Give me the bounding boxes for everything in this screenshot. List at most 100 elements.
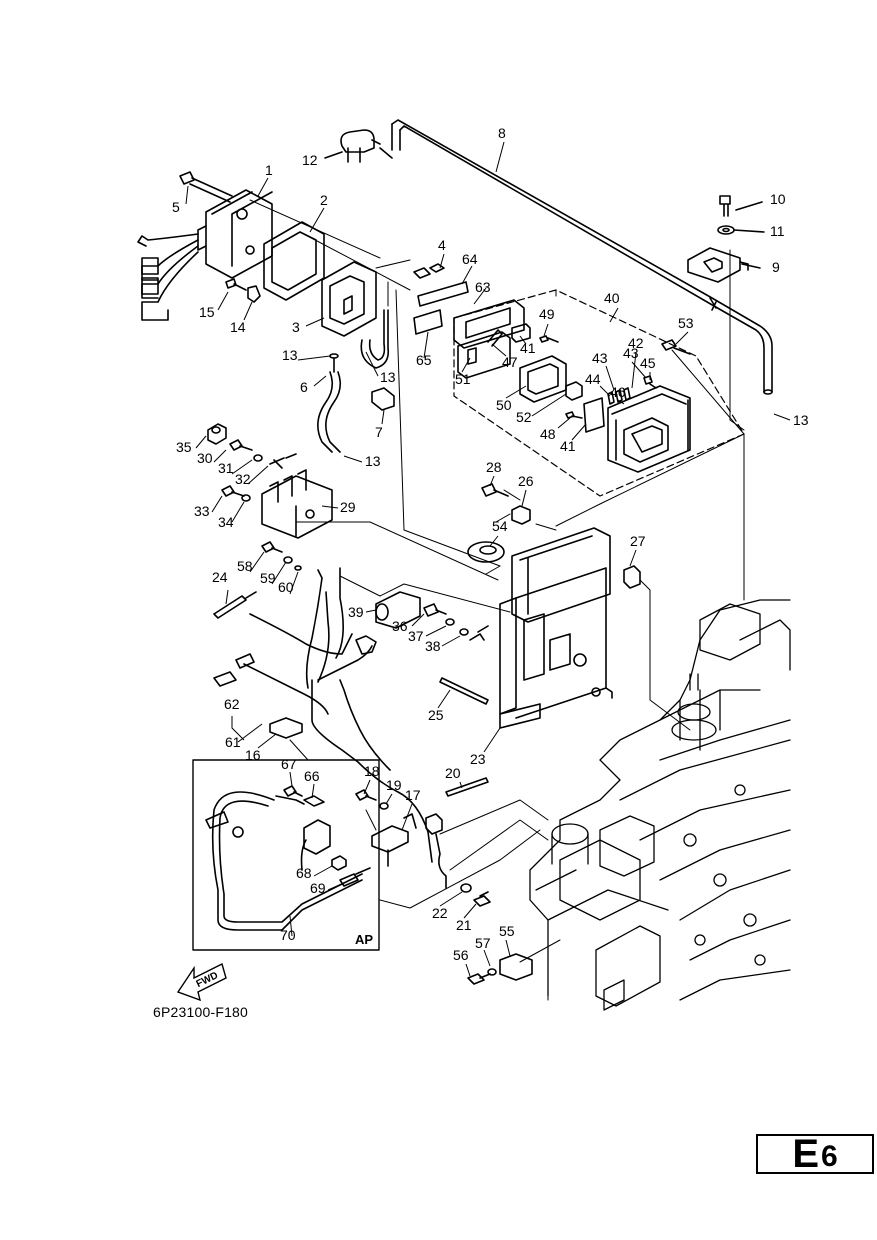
callout-24: 24	[212, 569, 228, 585]
callout-45: 45	[640, 355, 656, 371]
callout-34: 34	[218, 514, 234, 530]
part-ap-sensor	[303, 819, 331, 855]
part-30-bolt	[229, 439, 253, 451]
part-70-cable	[205, 791, 363, 931]
drawing-code: 6P23100-F180	[153, 1004, 249, 1020]
callout-25: 25	[428, 707, 444, 723]
part-24-tie	[213, 591, 257, 619]
part-18-bolt	[355, 789, 377, 801]
part-23-electrical-box	[499, 527, 613, 729]
callout-61: 61	[225, 734, 241, 750]
callout-55: 55	[499, 923, 515, 939]
ap-detail-box	[192, 759, 380, 951]
page-number-box: E 6	[756, 1134, 874, 1174]
callout-13d: 13	[793, 412, 809, 428]
part-15-screw	[225, 278, 247, 291]
part-49-screw	[539, 335, 559, 343]
part-38-washer	[459, 628, 469, 636]
callout-37: 37	[408, 628, 424, 644]
callout-48: 48	[540, 426, 556, 442]
part-1-regulator	[137, 189, 273, 321]
callout-49: 49	[539, 306, 555, 322]
callout-23: 23	[470, 751, 486, 767]
part-14-clip	[247, 285, 261, 303]
part-36-bolt	[423, 603, 447, 617]
part-13-hose-right	[360, 309, 390, 369]
part-54-grommet	[467, 541, 505, 563]
part-53-screw	[661, 339, 691, 355]
part-55-clamp	[499, 953, 533, 981]
callout-59: 59	[260, 570, 276, 586]
part-34-washer	[241, 494, 251, 502]
callout-40: 40	[604, 290, 620, 306]
callout-69: 69	[310, 880, 326, 896]
part-63-frame	[453, 299, 525, 349]
part-8-pipe	[391, 119, 773, 395]
part-37-washer	[445, 618, 455, 626]
callout-44: 44	[585, 371, 601, 387]
part-50-frame	[519, 355, 567, 403]
page-number: 6	[821, 1140, 838, 1173]
callout-13a: 13	[282, 347, 298, 363]
part-67-bolt	[283, 785, 303, 797]
callout-28: 28	[486, 459, 502, 475]
part-5-bolt	[179, 171, 233, 203]
callout-65: 65	[416, 352, 432, 368]
callout-62: 62	[224, 696, 240, 712]
callout-26: 26	[518, 473, 534, 489]
callout-5: 5	[172, 199, 180, 215]
part-51-module	[457, 329, 511, 379]
callout-12: 12	[302, 152, 318, 168]
callout-38: 38	[425, 638, 441, 654]
part-2-gasket	[263, 221, 325, 301]
callout-70: 70	[280, 927, 296, 943]
part-3-bracket	[321, 261, 377, 337]
part-31-washer	[253, 454, 263, 462]
callout-51: 51	[455, 371, 471, 387]
callout-13c: 13	[365, 453, 381, 469]
part-40-ecm-unit	[607, 385, 691, 473]
reference-lines	[249, 199, 745, 963]
part-32-pin	[269, 453, 297, 469]
callout-42: 42	[628, 335, 644, 351]
callout-41b: 41	[560, 438, 576, 454]
part-68-nut	[331, 855, 347, 871]
callout-6: 6	[300, 379, 308, 395]
callout-47: 47	[502, 354, 518, 370]
part-9-bracket	[687, 247, 749, 283]
callout-60: 60	[278, 579, 294, 595]
part-62-connector	[213, 653, 255, 687]
part-26-grommet	[511, 505, 531, 525]
callout-41a: 41	[520, 340, 536, 356]
part-12-clip	[340, 129, 381, 163]
ap-label: AP	[355, 932, 373, 947]
callout-22: 22	[432, 905, 448, 921]
callout-39: 39	[348, 604, 364, 620]
part-29-module	[261, 469, 333, 539]
callout-36: 36	[392, 618, 408, 634]
part-11-washer	[717, 225, 735, 235]
callout-18: 18	[364, 763, 380, 779]
callout-54: 54	[492, 518, 508, 534]
part-20-tie	[445, 777, 489, 797]
callout-9: 9	[772, 259, 780, 275]
part-25-tie	[439, 677, 489, 705]
part-41-connector-upper	[511, 323, 531, 343]
callout-7: 7	[375, 424, 383, 440]
fwd-arrow-icon: FWD	[176, 962, 227, 1002]
label-leaders	[185, 141, 791, 977]
callout-67: 67	[281, 756, 297, 772]
callout-1: 1	[265, 162, 273, 178]
part-64-pad	[417, 281, 469, 307]
part-60-washer	[294, 565, 302, 571]
part-28-bolt	[481, 483, 509, 497]
callout-17: 17	[405, 787, 421, 803]
part-10-bolt	[719, 195, 731, 217]
callout-10: 10	[770, 191, 786, 207]
engine-block	[529, 599, 791, 1011]
callout-33: 33	[194, 503, 210, 519]
callout-57: 57	[475, 935, 491, 951]
callout-35: 35	[176, 439, 192, 455]
callout-15: 15	[199, 304, 215, 320]
